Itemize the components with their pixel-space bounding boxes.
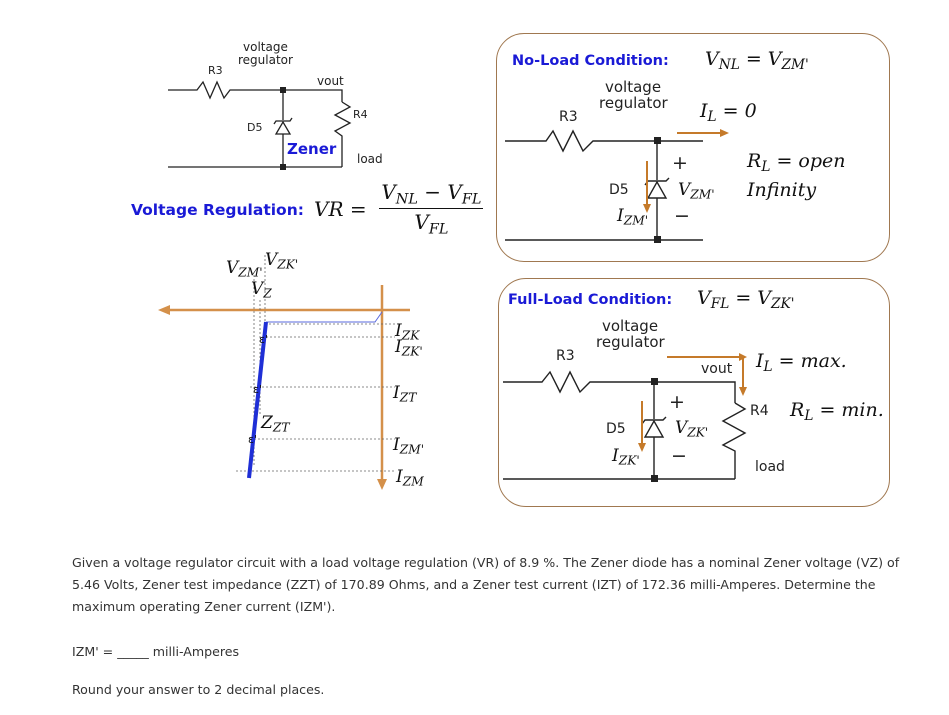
vout-label: vout	[317, 74, 344, 88]
full-load-il: IL = max.	[756, 350, 847, 376]
r4-label: R4	[353, 108, 368, 121]
full-load-content: Full-Load Condition: VFL = VZK' voltage …	[495, 275, 895, 515]
zener-cathode	[273, 117, 293, 125]
node-dot	[651, 378, 658, 385]
izm-label: IZM	[396, 467, 424, 489]
basic-zener-schematic	[168, 80, 352, 170]
zener-diode-icon	[274, 120, 292, 135]
current-axis-arrow-icon	[377, 479, 387, 490]
full-load-regulator-line2: regulator	[596, 333, 665, 351]
zener-label: Zener	[287, 140, 337, 158]
vr-fraction: VNL − VFL VFL	[379, 180, 484, 238]
no-load-rl-infinity: Infinity	[747, 179, 817, 201]
full-load-plus: +	[669, 391, 685, 413]
full-load-r3-resistor	[503, 370, 736, 403]
no-load-il-arrow-icon	[720, 129, 729, 137]
no-load-regulator-line1: voltage	[605, 78, 662, 96]
no-load-iz-label: IZM'	[617, 206, 649, 228]
answer-blank[interactable]: _____	[117, 644, 149, 659]
voltage-regulation-label: Voltage Regulation:	[131, 201, 304, 219]
full-load-zener-cathode	[641, 416, 667, 425]
full-load-iz-arrow-icon	[638, 443, 646, 452]
no-load-r3-label: R3	[559, 109, 578, 125]
izk-prime-label: IZK'	[395, 337, 423, 359]
no-load-title: No-Load Condition:	[512, 53, 669, 69]
no-load-d5-label: D5	[609, 182, 629, 198]
full-load-r4-label: R4	[750, 403, 769, 419]
breakdown-curve	[247, 321, 268, 479]
full-load-vout-label: vout	[701, 361, 733, 377]
full-load-panel	[498, 278, 890, 507]
curve-marker: ɛ'	[259, 333, 268, 346]
no-load-iz-arrow-icon	[643, 204, 651, 213]
vr-numerator: VNL − VFL	[379, 180, 484, 210]
no-load-regulator-line2: regulator	[599, 94, 668, 112]
full-load-il-arrow-tip-icon	[739, 353, 747, 361]
load-label: load	[357, 152, 383, 166]
izt-label: IZT	[393, 383, 417, 405]
full-load-zener-diode-icon	[643, 419, 665, 438]
full-load-d5-label: D5	[606, 421, 626, 437]
r3-resistor	[168, 80, 343, 102]
answer-label: IZM' =	[72, 644, 114, 659]
vzk-label: VZK'	[265, 250, 299, 272]
full-load-schematic	[503, 353, 747, 482]
full-load-rl: RL = min.	[790, 399, 884, 425]
question-text: Given a voltage regulator circuit with a…	[72, 555, 900, 614]
no-load-schematic	[505, 129, 729, 243]
basic-zener-circuit: R3 voltage regulator vout R4 D5 Zener lo…	[150, 30, 410, 180]
vz-label: VZ	[251, 279, 272, 301]
full-load-vz-label: VZK'	[675, 418, 709, 440]
no-load-content: No-Load Condition: VNL = VZM' voltage re…	[495, 30, 895, 270]
vr-denominator: VFL	[414, 210, 449, 238]
full-load-minus: −	[671, 445, 687, 467]
vr-lhs: VR =	[314, 196, 373, 221]
rounding-instruction: Round your answer to 2 decimal places.	[72, 682, 325, 697]
iv-graph-svg: ɛ' ɛ' ɛ'	[158, 255, 410, 490]
no-load-il: IL = 0	[700, 100, 757, 126]
full-load-equation: VFL = VZK'	[697, 287, 795, 313]
full-load-r3-label: R3	[556, 348, 575, 364]
d5-label: D5	[247, 121, 263, 134]
knee-curve	[266, 311, 383, 323]
node-dot	[654, 137, 661, 144]
full-load-load-label: load	[755, 459, 785, 475]
curve-marker: ɛ'	[248, 433, 257, 446]
r4-resistor	[333, 101, 352, 167]
full-load-il-arrow	[667, 356, 744, 389]
full-load-r4-resistor	[721, 402, 747, 479]
zzt-label: ZZT	[261, 413, 290, 435]
answer-unit: milli-Amperes	[152, 644, 240, 659]
vr-formula: VR = VNL − VFL VFL	[314, 180, 484, 238]
no-load-equation: VNL = VZM'	[705, 48, 809, 74]
regulator-title-line1: voltage	[243, 40, 288, 54]
full-load-il-arrow-icon	[739, 387, 747, 396]
no-load-minus: −	[674, 205, 690, 227]
full-load-iz-label: IZK'	[612, 446, 640, 468]
no-load-zener-diode-icon	[646, 180, 668, 199]
full-load-title: Full-Load Condition:	[508, 292, 673, 308]
r3-label: R3	[208, 64, 223, 77]
no-load-rl: RL = open	[747, 150, 846, 176]
voltage-axis-arrow-icon	[158, 305, 170, 315]
izk-label: IZK	[395, 321, 420, 343]
vzm-label: VZM'	[226, 258, 263, 280]
no-load-plus: +	[672, 152, 688, 174]
answer-row: IZM' = _____ milli-Amperes	[72, 641, 239, 663]
izm-prime-label: IZM'	[393, 435, 425, 457]
curve-marker: ɛ'	[253, 383, 262, 396]
no-load-vz-label: VZM'	[678, 180, 715, 202]
full-load-regulator-line1: voltage	[602, 317, 659, 335]
no-load-r3-resistor	[505, 129, 703, 153]
zener-iv-graph: ɛ' ɛ' ɛ' VZM' VZK' VZ IZK IZK' IZT ZZT I…	[150, 245, 450, 525]
regulator-title-line2: regulator	[238, 53, 293, 67]
